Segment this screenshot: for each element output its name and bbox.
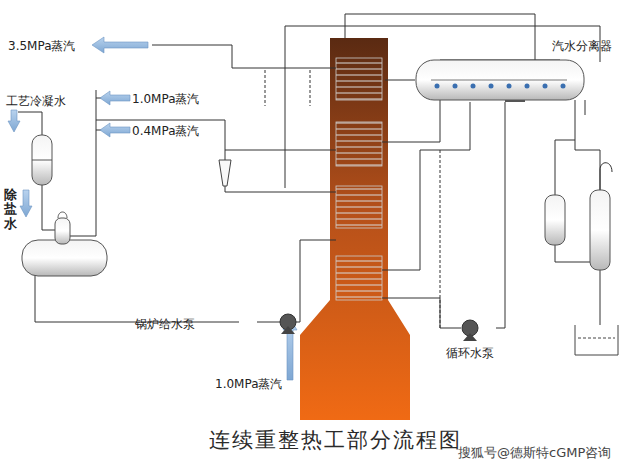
pipe-connector [496,102,505,328]
furnace [300,38,410,420]
ejector [219,160,231,186]
diagram-caption: 连续重整热工部分流程图 [209,426,462,454]
pipes [18,14,612,330]
small-vessel [590,190,610,270]
feed-pump: 锅炉给水泵 [135,312,305,336]
coil-bundle [336,122,382,166]
separator-drum: 汽水分离器 [415,36,614,102]
coil-bundle [336,256,382,300]
beaker [575,325,618,355]
condensate-drum [32,135,52,185]
node-label: 循环水泵 [446,345,494,362]
coil-bundle [336,58,382,100]
flow-label: 1.0MPa蒸汽 [215,376,283,393]
deaerator-head [55,218,70,244]
node-label: 汽水分离器 [552,38,612,55]
flow-label: 除盐水 [4,188,17,231]
flow-label: 0.4MPa蒸汽 [132,123,200,140]
small-vessel [545,195,565,245]
flow-arrows [8,37,297,380]
flow-label: 3.5MPa蒸汽 [8,38,76,55]
node-label: 锅炉给水泵 [135,316,195,333]
watermark: 搜狐号@德斯特cGMP咨询 [458,444,611,462]
deaerator-tank [22,240,107,276]
flow-label: 1.0MPa蒸汽 [132,91,200,108]
node-shape [444,317,496,343]
flow-label: 工艺冷凝水 [6,93,66,110]
circulation-pump: 循环水泵 [444,317,496,360]
coil-bundle [336,186,382,228]
